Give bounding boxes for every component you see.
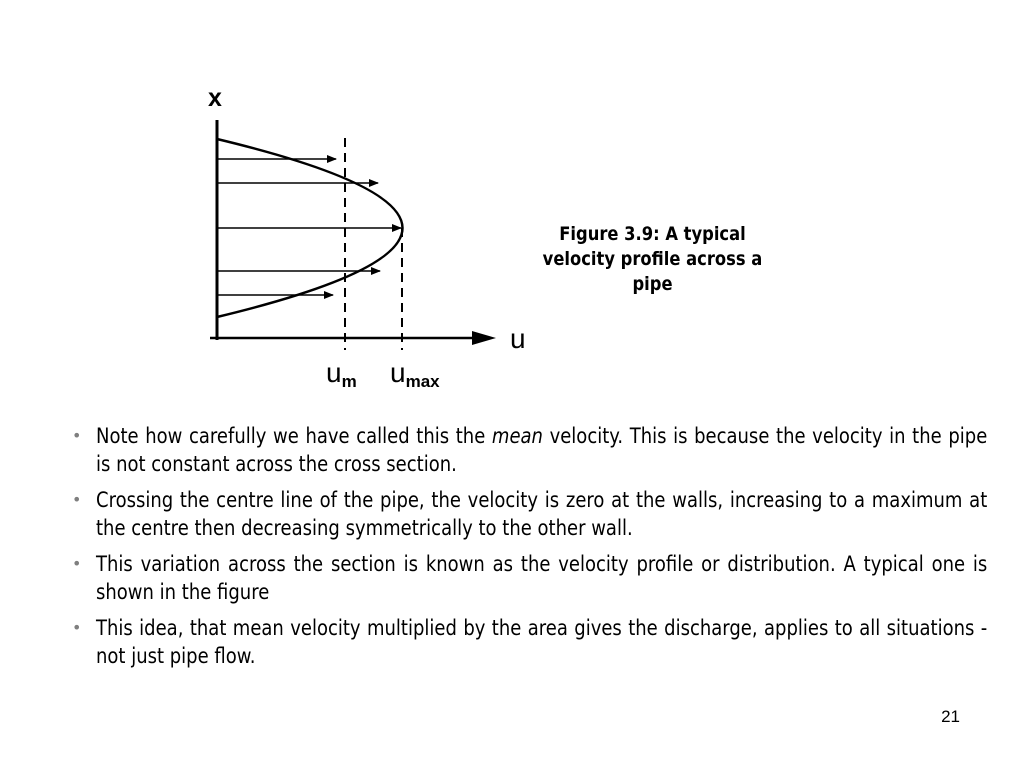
bullet-item: • This idea, that mean velocity multipli… [72, 614, 987, 670]
u-axis-arrow [472, 331, 496, 345]
bullet-icon: • [72, 426, 82, 445]
bullet-item: • Crossing the centre line of the pipe, … [72, 486, 987, 542]
bullet-item: • This variation across the section is k… [72, 550, 987, 606]
velocity-arrows [217, 155, 402, 299]
x-axis-label: x [208, 84, 222, 112]
u-axis-label: u [510, 323, 526, 354]
figure-caption: Figure 3.9: A typical velocity profile a… [542, 223, 763, 295]
bullet-list: • Note how carefully we have called this… [72, 422, 987, 678]
emphasis-mean: mean [491, 424, 543, 448]
u-m-label: um [326, 357, 357, 391]
bullet-text: Crossing the centre line of the pipe, th… [96, 488, 988, 540]
bullet-text: Note how carefully we have called this t… [96, 424, 988, 476]
bullet-icon: • [72, 554, 82, 573]
bullet-text: This idea, that mean velocity multiplied… [96, 616, 988, 668]
u-max-label: umax [390, 357, 440, 391]
page-number: 21 [941, 707, 960, 726]
bullet-icon: • [72, 618, 82, 637]
bullet-item: • Note how carefully we have called this… [72, 422, 987, 478]
velocity-profile-diagram: x u um umax [208, 84, 526, 391]
bullet-icon: • [72, 490, 82, 509]
bullet-text: This variation across the section is kno… [96, 552, 988, 604]
